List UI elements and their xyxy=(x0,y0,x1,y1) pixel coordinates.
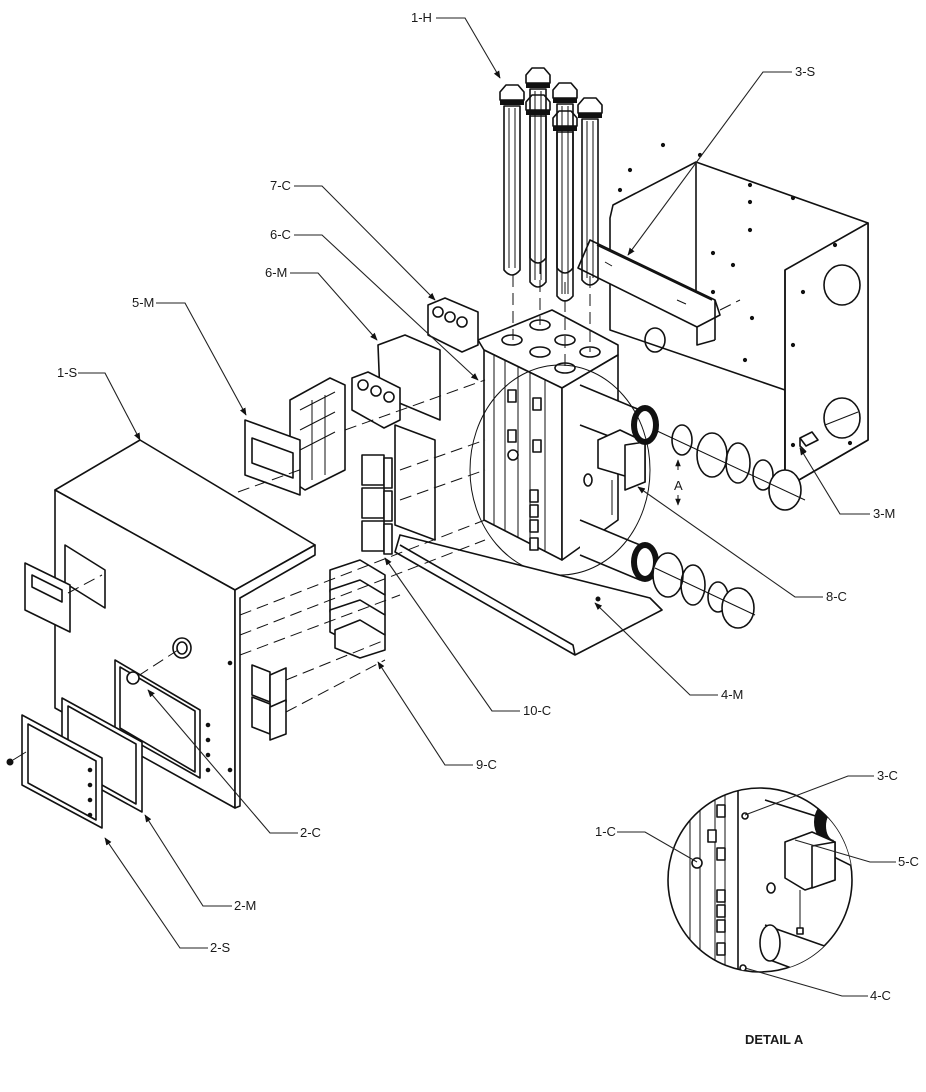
callout-3S: 3-S xyxy=(627,64,816,256)
detail-marker-label: A xyxy=(674,478,683,493)
heating-elements xyxy=(499,67,603,302)
callout-label: 2-S xyxy=(210,940,231,955)
front-cabinet xyxy=(6,262,591,829)
heating-element xyxy=(552,110,578,302)
callout-1S: 1-S xyxy=(57,365,141,441)
detail-a-title: DETAIL A xyxy=(745,1032,804,1047)
callout-label: 8-C xyxy=(826,589,847,604)
callout-label: 7-C xyxy=(270,178,291,193)
callout-label: 6-M xyxy=(265,265,287,280)
callout-label: 5-C xyxy=(898,854,919,869)
callout-9C: 9-C xyxy=(377,661,497,772)
heating-element xyxy=(525,94,551,288)
callout-label: 1-S xyxy=(57,365,78,380)
callout-label: 10-C xyxy=(523,703,551,718)
callout-label: 2-M xyxy=(234,898,256,913)
callout-label: 3-M xyxy=(873,506,895,521)
callout-2C: 2-C xyxy=(147,689,321,840)
callout-5C: 5-C xyxy=(794,839,919,869)
callout-label: 4-C xyxy=(870,988,891,1003)
heating-element xyxy=(499,84,525,276)
callout-2S: 2-S xyxy=(104,837,231,955)
mounting-bracket xyxy=(577,239,741,346)
callout-6M: 6-M xyxy=(265,265,378,341)
callout-10C: 10-C xyxy=(384,557,551,718)
callout-label: 1-H xyxy=(411,10,432,25)
callout-7C: 7-C xyxy=(270,178,436,301)
callout-label: 2-C xyxy=(300,825,321,840)
callout-3M: 3-M xyxy=(799,447,895,521)
callout-label: 5-M xyxy=(132,295,154,310)
heating-element xyxy=(577,97,603,286)
callout-label: 4-M xyxy=(721,687,743,702)
callout-2M: 2-M xyxy=(144,814,256,913)
junction-box xyxy=(597,429,646,515)
callout-label: 3-S xyxy=(795,64,816,79)
callout-4M: 4-M xyxy=(594,602,743,702)
pipe-fittings xyxy=(631,405,806,629)
callout-1H: 1-H xyxy=(411,10,501,79)
callout-8C: 8-C xyxy=(637,486,847,604)
callout-3C: 3-C xyxy=(744,768,898,816)
detail-a-view: 1-C 3-C 5-C 4-C DETAIL A xyxy=(595,768,919,1047)
callout-5M: 5-M xyxy=(132,295,247,416)
control-components xyxy=(244,297,479,741)
callout-label: 9-C xyxy=(476,757,497,772)
callout-label: 1-C xyxy=(595,824,616,839)
rear-cabinet xyxy=(609,142,869,489)
callout-label: 3-C xyxy=(877,768,898,783)
base-plate xyxy=(394,534,663,656)
callout-4C: 4-C xyxy=(744,967,891,1003)
callout-label: 6-C xyxy=(270,227,291,242)
callout-1C: 1-C xyxy=(595,824,698,863)
callout-6C: 6-C xyxy=(270,227,479,381)
callouts-main: 1-H 3-S 7-C 6-C 6-M 5-M 1-S 3-M xyxy=(57,10,895,955)
